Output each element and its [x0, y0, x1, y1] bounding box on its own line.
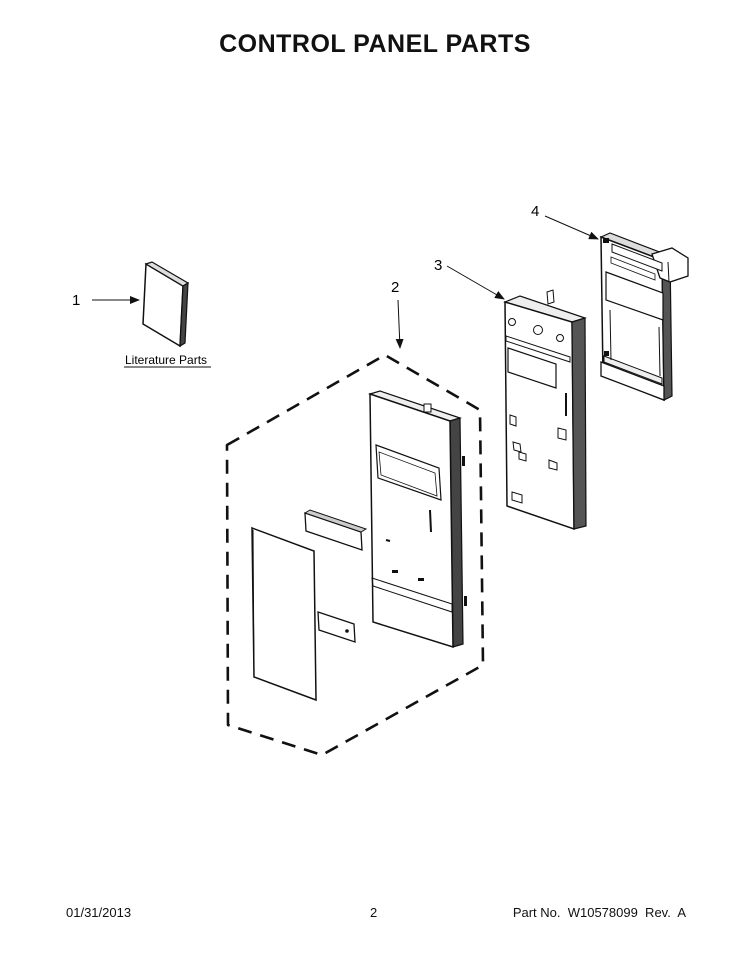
callout-2-leader — [395, 299, 404, 349]
keypad-membrane[interactable] — [251, 526, 317, 702]
footer-date: 01/31/2013 — [66, 905, 132, 920]
display-window-part[interactable] — [303, 509, 368, 551]
control-panel-frame[interactable] — [368, 390, 467, 649]
literature-booklet[interactable] — [142, 261, 190, 348]
callout-1-number: 1 — [72, 292, 80, 309]
callout-2-number: 2 — [391, 279, 399, 296]
assembly-dashed-boundary — [225, 353, 485, 757]
callout-4-leader — [544, 215, 599, 240]
control-board-mount[interactable] — [599, 232, 689, 402]
keypad-ribbon-tail[interactable] — [317, 611, 356, 643]
footer-part-number: Part No. W10578099 Rev. A — [512, 905, 686, 920]
callout-4-number: 4 — [531, 203, 539, 220]
footer-page-number: 2 — [370, 905, 378, 920]
callout-3-leader — [446, 265, 505, 300]
control-panel-bracket[interactable] — [503, 289, 587, 531]
page-title: CONTROL PANEL PARTS — [219, 30, 531, 58]
callout-3-number: 3 — [434, 257, 442, 274]
literature-parts-label: Literature Parts — [125, 353, 207, 367]
